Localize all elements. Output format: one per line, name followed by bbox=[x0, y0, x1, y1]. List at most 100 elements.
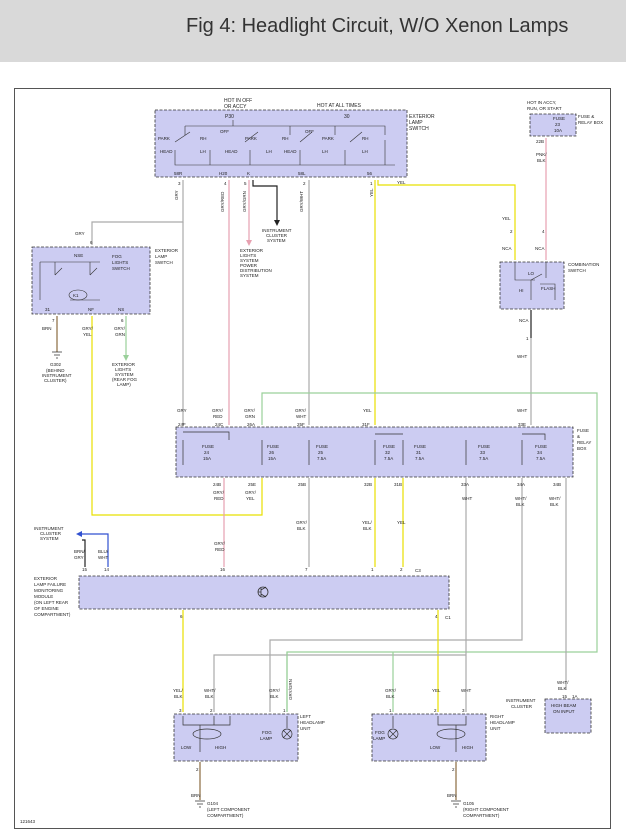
svg-text:7: 7 bbox=[305, 567, 308, 572]
svg-text:NS: NS bbox=[118, 307, 124, 312]
svg-text:HI: HI bbox=[519, 288, 524, 293]
svg-text:FUSE: FUSE bbox=[383, 444, 395, 449]
svg-text:58R: 58R bbox=[174, 171, 183, 176]
svg-text:RUN, OR START: RUN, OR START bbox=[527, 106, 562, 111]
svg-text:GRY/: GRY/ bbox=[82, 326, 94, 331]
svg-text:BLK: BLK bbox=[297, 526, 306, 531]
svg-text:HOT IN ACCY,: HOT IN ACCY, bbox=[527, 100, 556, 105]
svg-text:SYSTEM: SYSTEM bbox=[240, 273, 259, 278]
svg-text:LIGHTS: LIGHTS bbox=[240, 253, 256, 258]
instrument-cluster-system-left: INSTRUMENT CLUSTER SYSTEM bbox=[34, 526, 82, 541]
svg-text:24: 24 bbox=[204, 450, 210, 455]
svg-text:COMBINATION: COMBINATION bbox=[568, 262, 599, 267]
svg-text:RH: RH bbox=[200, 136, 207, 141]
svg-text:24C: 24C bbox=[215, 422, 224, 427]
svg-text:HEAD: HEAD bbox=[284, 149, 297, 154]
svg-text:2: 2 bbox=[303, 181, 306, 186]
svg-text:1A: 1A bbox=[572, 694, 578, 699]
svg-text:6: 6 bbox=[90, 240, 93, 245]
svg-text:58L: 58L bbox=[298, 171, 306, 176]
svg-text:YEL: YEL bbox=[397, 180, 406, 185]
svg-text:FOG: FOG bbox=[375, 730, 385, 735]
svg-text:SYSTEM: SYSTEM bbox=[115, 372, 134, 377]
svg-text:FLASH: FLASH bbox=[541, 286, 556, 291]
svg-text:YEL: YEL bbox=[363, 408, 372, 413]
svg-text:33A: 33A bbox=[461, 482, 469, 487]
svg-text:15A: 15A bbox=[268, 456, 276, 461]
svg-text:RELAY: RELAY bbox=[577, 440, 591, 445]
svg-text:6: 6 bbox=[180, 614, 183, 619]
svg-text:23: 23 bbox=[555, 122, 561, 127]
svg-text:(REAR FOG: (REAR FOG bbox=[112, 377, 138, 382]
svg-text:HIGH: HIGH bbox=[462, 745, 473, 750]
svg-text:FUSE: FUSE bbox=[577, 428, 589, 433]
svg-text:(LEFT COMPONENT: (LEFT COMPONENT bbox=[207, 807, 250, 812]
svg-text:ON INPUT: ON INPUT bbox=[553, 709, 575, 714]
svg-text:10A: 10A bbox=[554, 128, 562, 133]
svg-text:2: 2 bbox=[400, 567, 403, 572]
svg-text:HEAD: HEAD bbox=[225, 149, 238, 154]
wire-wht-blk-34a bbox=[269, 478, 523, 712]
svg-text:BRN: BRN bbox=[42, 326, 52, 331]
svg-text:EXTERIOR: EXTERIOR bbox=[34, 576, 58, 581]
svg-text:RED: RED bbox=[214, 496, 224, 501]
svg-text:H20: H20 bbox=[219, 171, 228, 176]
svg-text:BLK: BLK bbox=[537, 158, 546, 163]
svg-text:1: 1 bbox=[389, 708, 392, 713]
svg-text:3: 3 bbox=[179, 708, 182, 713]
svg-text:LH: LH bbox=[322, 149, 328, 154]
svg-text:LAMP): LAMP) bbox=[117, 382, 131, 387]
svg-text:RIGHT: RIGHT bbox=[490, 714, 504, 719]
wire-blue-14 bbox=[82, 533, 109, 567]
svg-text:FOG: FOG bbox=[112, 254, 122, 259]
svg-text:YEL: YEL bbox=[502, 216, 511, 221]
svg-text:P30: P30 bbox=[225, 114, 234, 120]
svg-text:WHT/: WHT/ bbox=[557, 680, 569, 685]
fuse-23-box: HOT IN ACCY, RUN, OR START FUSE 23 10A F… bbox=[527, 100, 603, 163]
svg-text:GRY/: GRY/ bbox=[269, 688, 281, 693]
svg-text:PNK/: PNK/ bbox=[536, 152, 547, 157]
svg-text:30: 30 bbox=[344, 114, 350, 120]
svg-text:PARK: PARK bbox=[158, 136, 170, 141]
svg-text:BLK: BLK bbox=[270, 694, 279, 699]
instrument-cluster-system-top: INSTRUMENT CLUSTER SYSTEM bbox=[262, 220, 292, 243]
svg-text:LIGHTS: LIGHTS bbox=[112, 260, 128, 265]
svg-text:LAMP: LAMP bbox=[260, 736, 272, 741]
svg-text:15: 15 bbox=[82, 567, 88, 572]
svg-text:EXTERIOR: EXTERIOR bbox=[409, 114, 435, 120]
right-headlamp-unit: 1 2 3 RIGHT HEADLAMP UNIT FOG LAMP LOW H… bbox=[371, 708, 515, 762]
svg-text:YEL/: YEL/ bbox=[173, 688, 184, 693]
svg-text:RED: RED bbox=[215, 547, 225, 552]
svg-text:WHT: WHT bbox=[517, 354, 527, 359]
svg-text:WHT: WHT bbox=[98, 555, 108, 560]
svg-text:GRY/: GRY/ bbox=[385, 688, 397, 693]
exterior-lights-power-distribution: EXTERIOR LIGHTS SYSTEM POWER DISTRIBUTIO… bbox=[240, 240, 272, 278]
svg-text:CLUSTER: CLUSTER bbox=[511, 704, 533, 709]
combination-switch: COMBINATION SWITCH NCA NCA 2 4 LO HI FLA… bbox=[499, 229, 599, 341]
svg-text:26: 26 bbox=[269, 450, 275, 455]
svg-text:EXTERIOR: EXTERIOR bbox=[155, 248, 179, 253]
svg-text:FUSE: FUSE bbox=[202, 444, 214, 449]
svg-text:FUSE: FUSE bbox=[478, 444, 490, 449]
svg-text:UNIT: UNIT bbox=[300, 726, 311, 731]
svg-text:2: 2 bbox=[434, 708, 437, 713]
svg-text:25B: 25B bbox=[298, 482, 306, 487]
svg-text:SYSTEM: SYSTEM bbox=[40, 536, 59, 541]
svg-text:33E: 33E bbox=[518, 422, 526, 427]
svg-text:GRY/: GRY/ bbox=[212, 408, 224, 413]
svg-text:GRY/RED: GRY/RED bbox=[220, 191, 225, 212]
svg-text:OR ACCY: OR ACCY bbox=[224, 104, 247, 110]
diagram-frame bbox=[14, 88, 611, 829]
svg-text:LO: LO bbox=[528, 271, 535, 276]
svg-text:LH: LH bbox=[362, 149, 368, 154]
svg-text:K: K bbox=[247, 171, 250, 176]
svg-text:BLK: BLK bbox=[550, 502, 559, 507]
svg-text:LAMP FAILURE: LAMP FAILURE bbox=[34, 582, 66, 587]
svg-text:NCA: NCA bbox=[519, 318, 529, 323]
svg-text:CLUSTER: CLUSTER bbox=[40, 531, 62, 536]
svg-text:4: 4 bbox=[542, 229, 545, 234]
svg-text:WHT/: WHT/ bbox=[515, 496, 527, 501]
svg-text:COMPARTMENT): COMPARTMENT) bbox=[34, 612, 71, 617]
svg-text:NCA: NCA bbox=[535, 246, 545, 251]
svg-text:7.5A: 7.5A bbox=[536, 456, 545, 461]
